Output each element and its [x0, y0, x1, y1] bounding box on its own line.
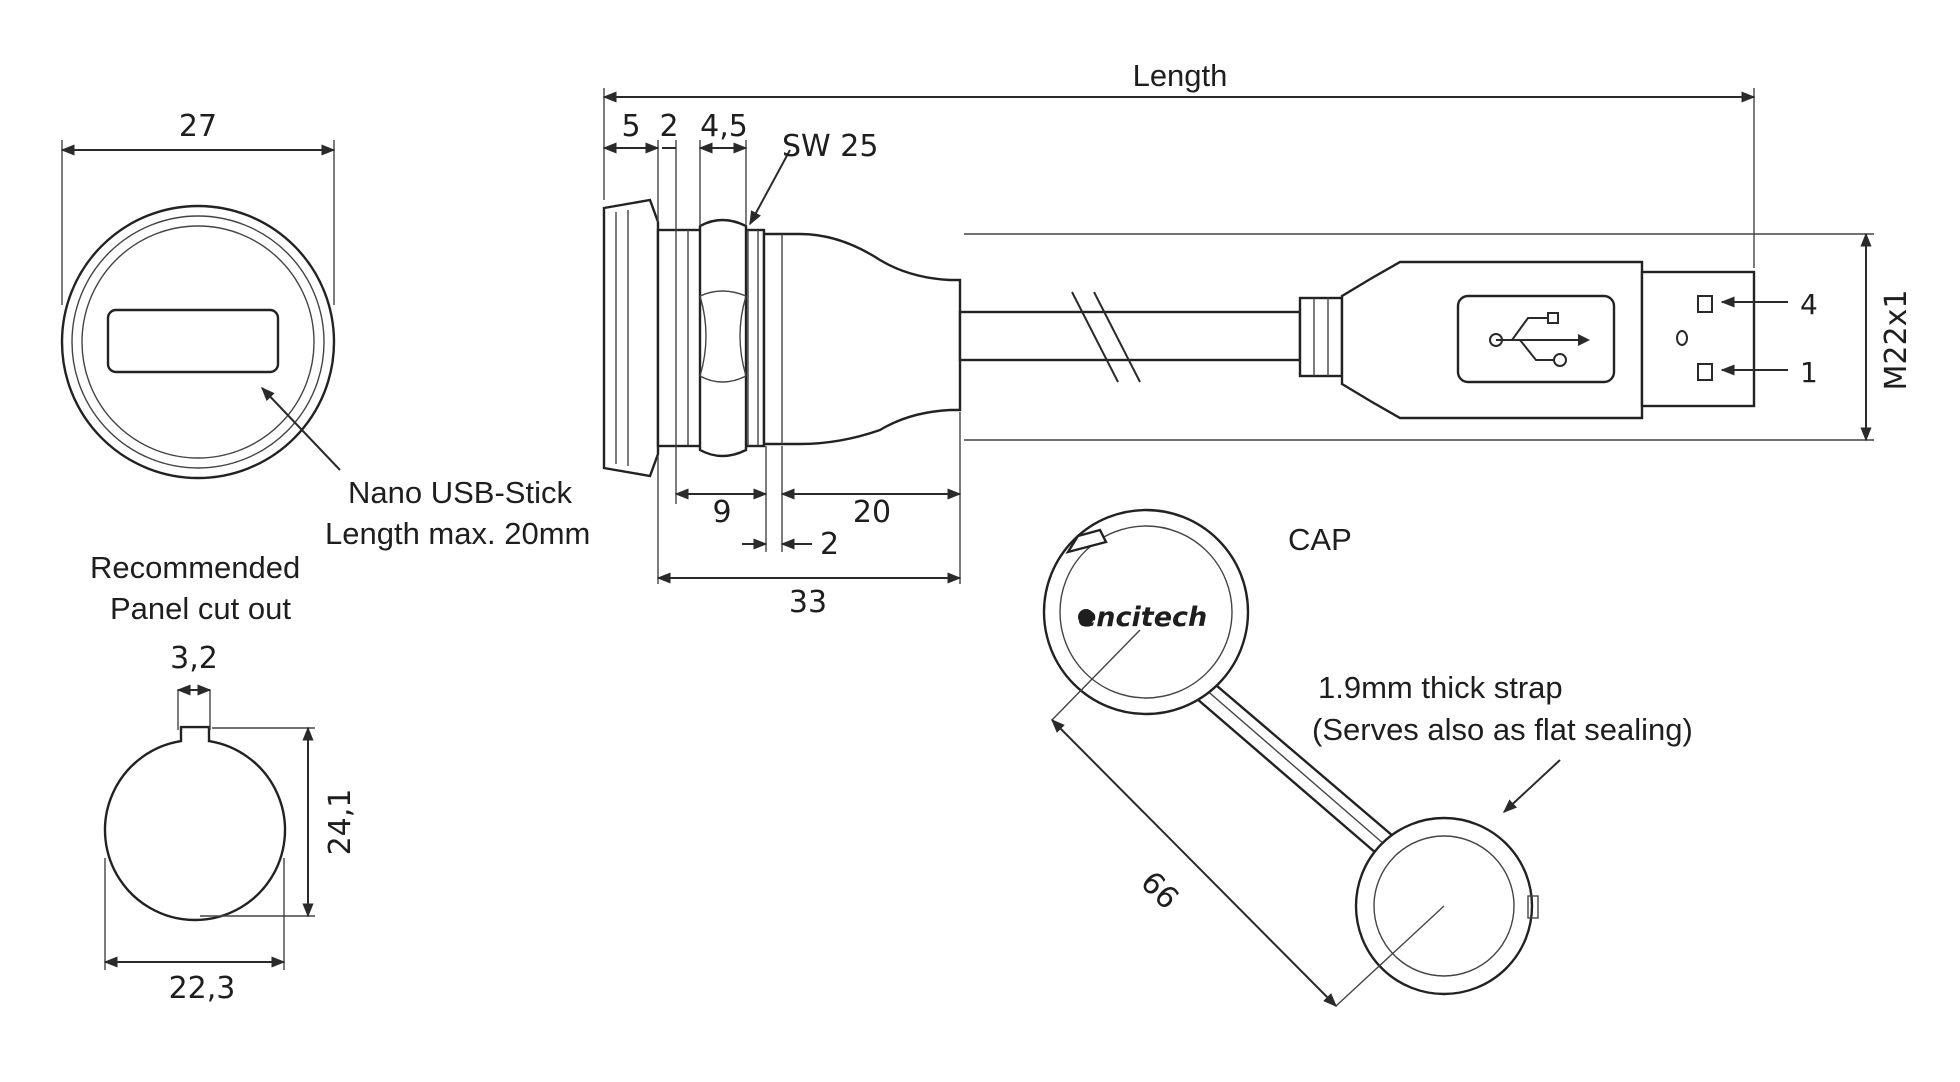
cap-ring-outer	[1042, 508, 1250, 716]
sw-25-label: SW 25	[782, 129, 878, 164]
front-view-inner-ring	[71, 215, 325, 469]
dim-m22-label: M22x1	[1879, 290, 1914, 391]
dim-2b-label: 2	[820, 527, 839, 562]
usb-tip-mark	[1676, 330, 1688, 346]
usb-port-opening	[106, 308, 280, 374]
cap-brand-logo	[1078, 609, 1094, 625]
cap-tab	[1065, 528, 1108, 554]
hex-nut-facet-3	[699, 295, 707, 377]
callout-line-1: Nano USB-Stick	[348, 475, 572, 510]
strap-center-leader	[1335, 905, 1445, 1007]
pin-4-label: 4	[1800, 288, 1818, 321]
dim-99-label: 99	[1135, 863, 1187, 915]
dim-99-line	[1051, 719, 1337, 1007]
usb-contact-1	[1697, 363, 1713, 381]
front-view-face	[81, 225, 315, 459]
flange	[602, 198, 660, 478]
dim-3-2-label: 3,2	[170, 641, 218, 676]
usb-contact-4	[1697, 295, 1713, 313]
cable-break-2	[1093, 291, 1141, 383]
callout-line-2: Length max. 20mm	[325, 516, 590, 551]
dim-4-5-label: 4,5	[700, 109, 748, 144]
dim-33-label: 33	[789, 585, 827, 620]
side-view: 4 1 Length 5 2 4,5 SW 25 M22x1 9	[602, 58, 1914, 620]
cap-view: CAP encitech 99 1.9mm thick strap (Serve…	[1042, 508, 1693, 1007]
callout-leader	[261, 386, 341, 471]
front-view: 27 Nano USB-Stick Length max. 20mm	[60, 109, 590, 551]
dim-2a-label: 2	[659, 109, 678, 144]
usb-plug-tip	[1640, 270, 1756, 408]
strain-relief	[1298, 296, 1344, 378]
dim-5-label: 5	[621, 109, 640, 144]
hex-nut-facet-2	[699, 375, 747, 383]
cap-center-leader	[1051, 629, 1141, 721]
panel-cutout-shape	[103, 725, 287, 922]
strap-ring-notch	[1527, 895, 1539, 919]
dim-length-label: Length	[1133, 58, 1228, 93]
usb-icon	[1489, 312, 1590, 367]
sw-25-leader	[749, 149, 791, 226]
cable	[958, 310, 1302, 362]
hex-nut-facet-4	[739, 295, 747, 377]
connector-housing	[762, 232, 962, 446]
strap-callout-line-2: (Serves also as flat sealing)	[1312, 712, 1693, 747]
strap-callout-leader	[1502, 759, 1561, 813]
dim-20-label: 20	[853, 495, 891, 530]
dim-24-1-label: 24,1	[323, 789, 358, 856]
strap-callout-line-1: 1.9mm thick strap	[1318, 670, 1563, 705]
dim-27-label: 27	[179, 109, 217, 144]
cap-title: CAP	[1288, 522, 1352, 557]
panel-cutout: Recommended Panel cut out 3,2 24,1 22,3	[90, 550, 358, 1006]
dim-9-label: 9	[712, 495, 731, 530]
dim-22-3-label: 22,3	[169, 971, 236, 1006]
pin-1-label: 1	[1800, 356, 1818, 389]
hex-nut	[698, 218, 748, 458]
panel-cutout-title-1: Recommended	[90, 550, 300, 585]
hex-nut-facet-1	[699, 290, 747, 297]
panel-cutout-title-2: Panel cut out	[110, 591, 291, 626]
strap-ring-inner	[1373, 835, 1515, 977]
cap-ring-inner	[1059, 525, 1233, 699]
cable-break-1	[1071, 291, 1119, 383]
cap-brand: encitech	[1078, 602, 1207, 633]
